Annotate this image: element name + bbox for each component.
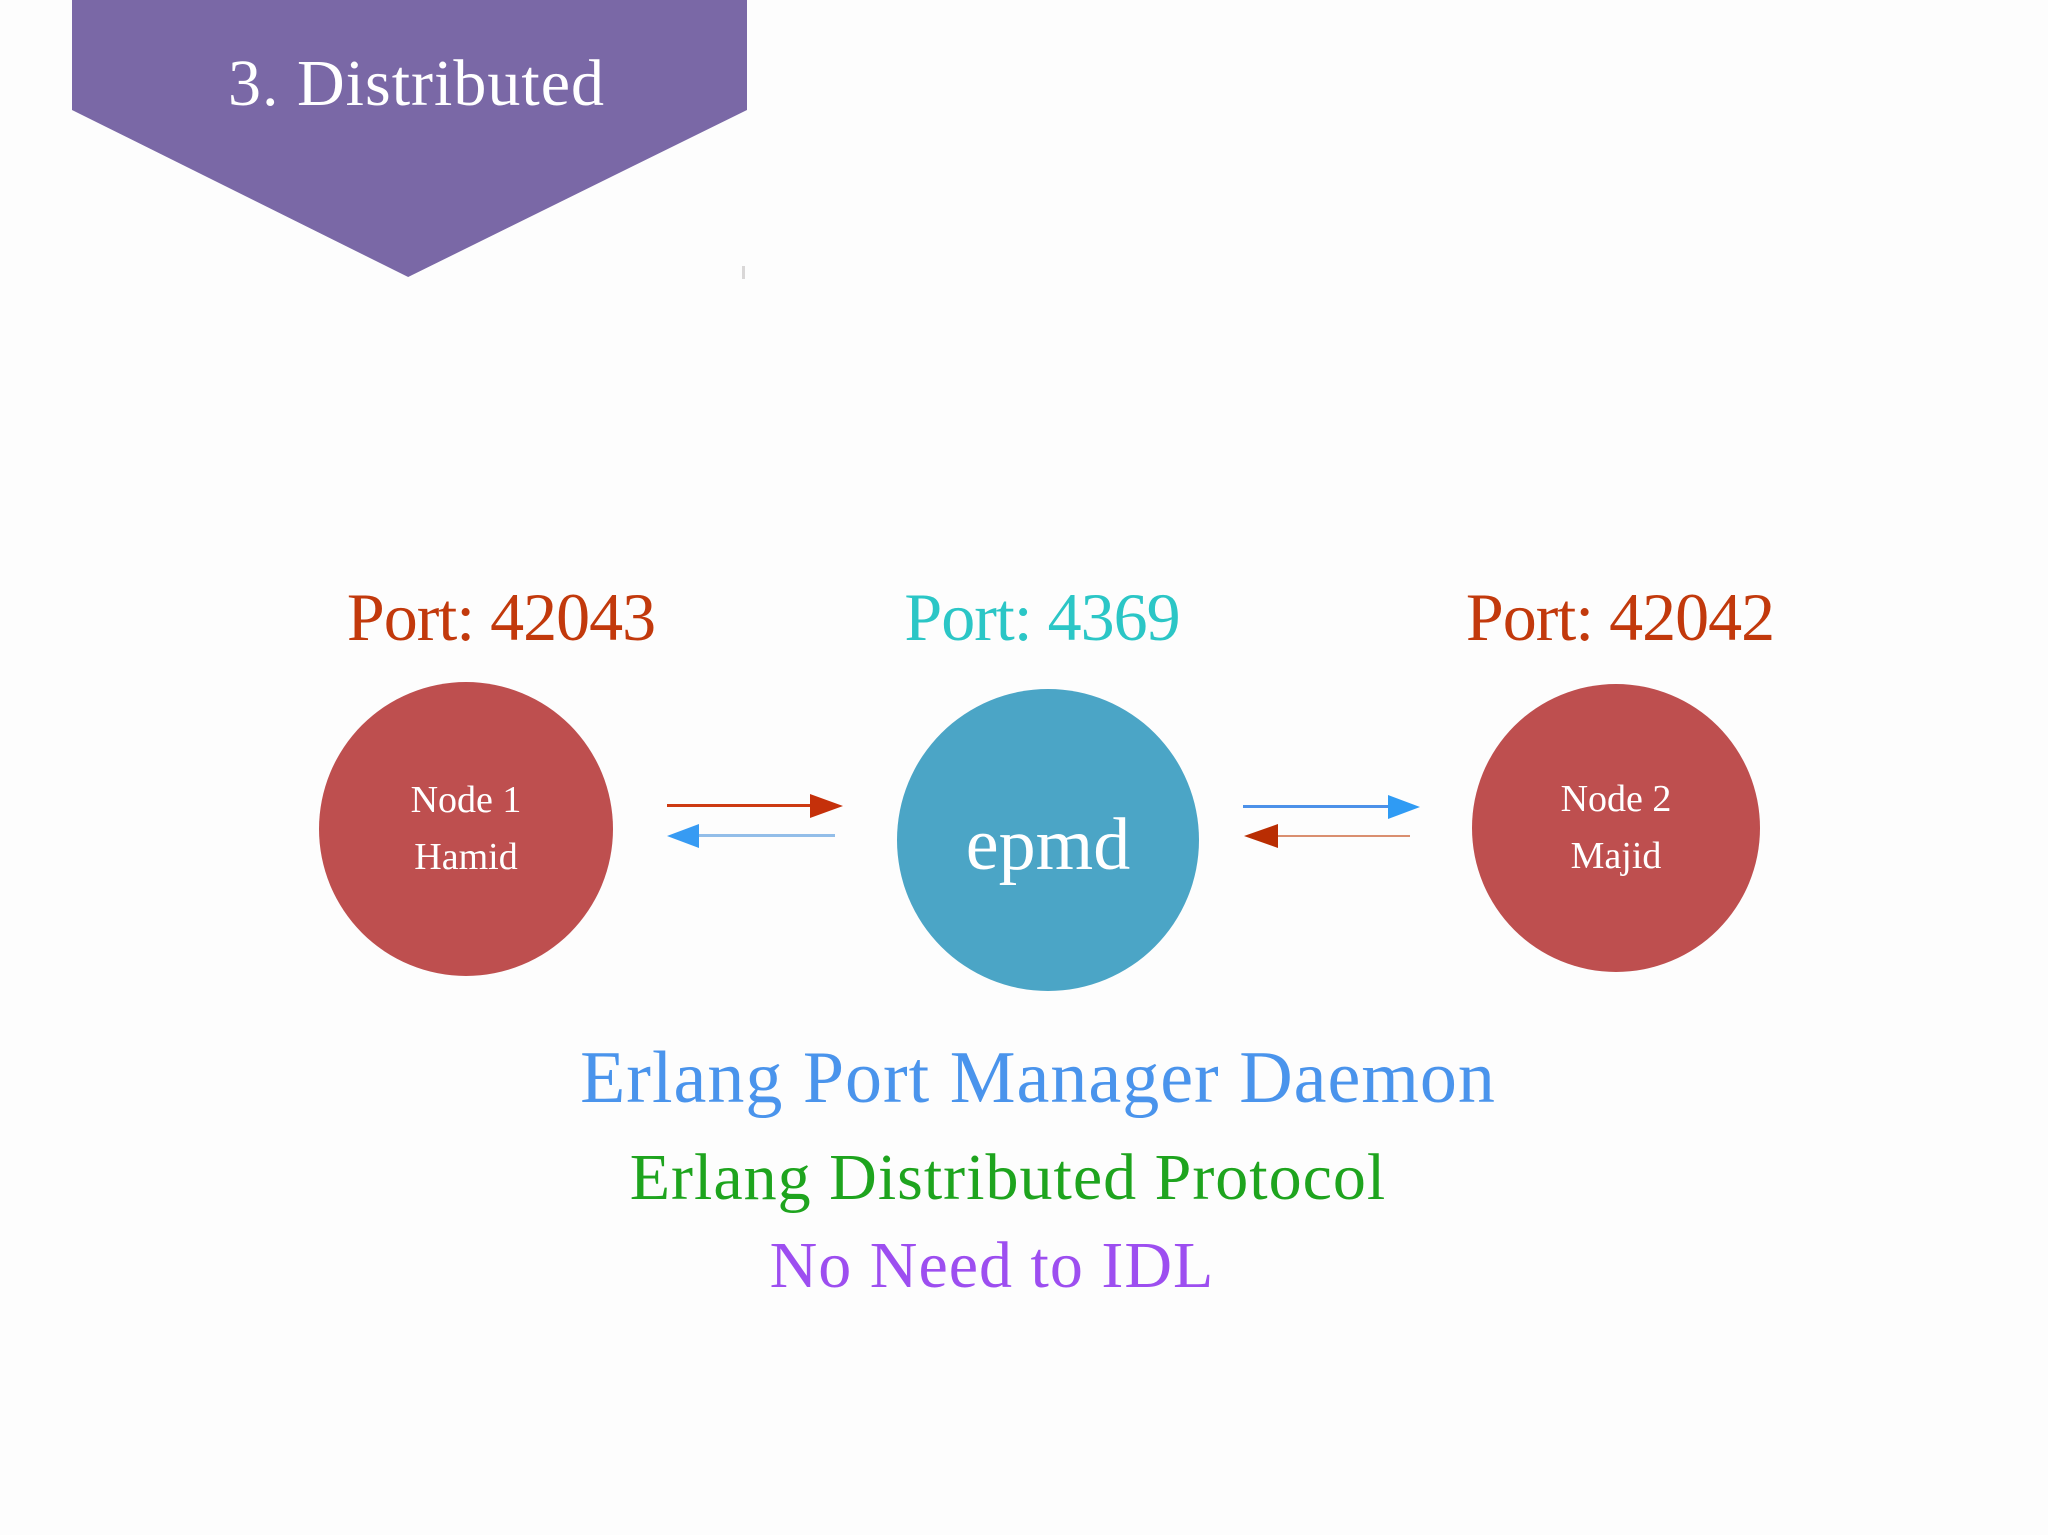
arrow-node2-to-epmd-line	[1278, 835, 1410, 837]
arrow-left-icon	[667, 824, 699, 848]
arrow-epmd-to-node2-line	[1243, 805, 1388, 808]
port-label-epmd: Port: 4369	[904, 579, 1180, 655]
port-label-node2: Port: 42042	[1465, 579, 1775, 655]
epmd-label: epmd	[965, 804, 1131, 886]
port-label-node1: Port: 42043	[346, 579, 656, 655]
arrow-right-icon	[1388, 795, 1420, 819]
arrow-node1-to-epmd-line	[667, 804, 810, 807]
arrow-epmd-to-node1-line	[699, 834, 835, 837]
section-banner: 3. Distributed	[72, 0, 747, 277]
node1-owner: Hamid	[414, 836, 518, 878]
node2-name: Node 2	[1560, 778, 1672, 820]
caption-protocol: Erlang Distributed Protocol	[629, 1141, 1387, 1214]
section-title: 3. Distributed	[228, 47, 605, 120]
caption-no-idl: No Need to IDL	[769, 1229, 1215, 1302]
arrow-left-icon	[1244, 824, 1278, 848]
caption-epmd-fullname: Erlang Port Manager Daemon	[580, 1037, 1496, 1119]
epmd-circle: epmd	[897, 689, 1199, 991]
arrow-right-icon	[810, 794, 843, 818]
node1-circle: Node 1 Hamid	[319, 682, 613, 976]
node2-owner: Majid	[1570, 835, 1662, 877]
node1-name: Node 1	[410, 779, 522, 821]
stray-mark	[742, 266, 745, 279]
node2-circle: Node 2 Majid	[1472, 684, 1760, 972]
